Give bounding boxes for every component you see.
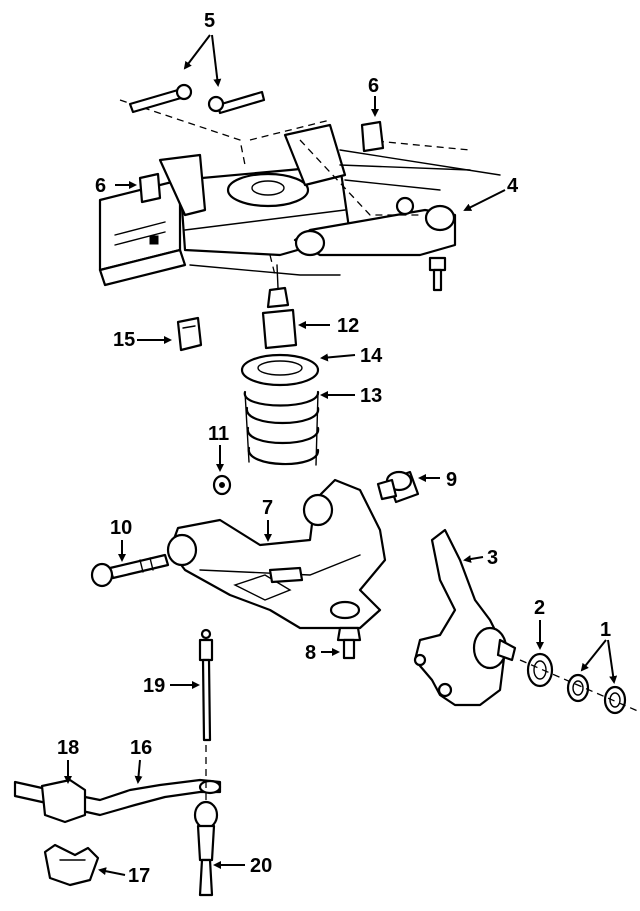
leader-arrows <box>64 34 618 876</box>
ball-joint-8 <box>336 626 362 660</box>
callout-7: 7 <box>262 497 273 519</box>
callout-16: 16 <box>130 737 152 759</box>
bushing-15 <box>176 316 203 352</box>
lower-control-arm-7 <box>166 478 387 630</box>
callout-13: 13 <box>360 385 382 407</box>
callout-5: 5 <box>204 10 215 32</box>
callout-17: 17 <box>128 865 150 887</box>
bushing-9 <box>376 470 420 504</box>
bearing-1 <box>519 659 640 715</box>
bolt-5 <box>128 83 266 115</box>
callout-6-top: 6 <box>368 75 379 97</box>
callout-20: 20 <box>250 855 272 877</box>
bushing-18 <box>40 778 87 824</box>
callout-9: 9 <box>446 469 457 491</box>
callout-11: 11 <box>208 423 229 445</box>
callout-19: 19 <box>143 675 165 697</box>
callout-3: 3 <box>487 547 498 569</box>
callout-8: 8 <box>305 642 316 664</box>
callout-10: 10 <box>110 517 132 539</box>
frame-assembly <box>98 99 501 292</box>
callout-6-left: 6 <box>95 175 106 197</box>
callout-4: 4 <box>507 175 519 197</box>
bearing-2 <box>526 652 554 688</box>
nut-11 <box>212 474 232 496</box>
insulator-14 <box>240 353 320 387</box>
callout-12: 12 <box>337 315 359 337</box>
steering-knuckle-3 <box>413 528 517 707</box>
jounce-bumper-12 <box>261 264 298 350</box>
bracket-17 <box>43 843 100 887</box>
stabilizer-link-19 <box>198 628 214 742</box>
coil-spring-13 <box>243 390 320 466</box>
callout-15: 15 <box>113 329 135 351</box>
callout-14: 14 <box>360 345 383 367</box>
callout-2: 2 <box>534 597 545 619</box>
callout-1: 1 <box>600 619 611 641</box>
bolt-10 <box>90 553 170 588</box>
callout-labels: 5 6 6 4 12 15 14 13 11 9 7 10 3 2 1 8 19… <box>57 10 611 887</box>
bumper-6 <box>138 120 385 204</box>
link-bolt-20 <box>193 745 219 897</box>
callout-18: 18 <box>57 737 79 759</box>
